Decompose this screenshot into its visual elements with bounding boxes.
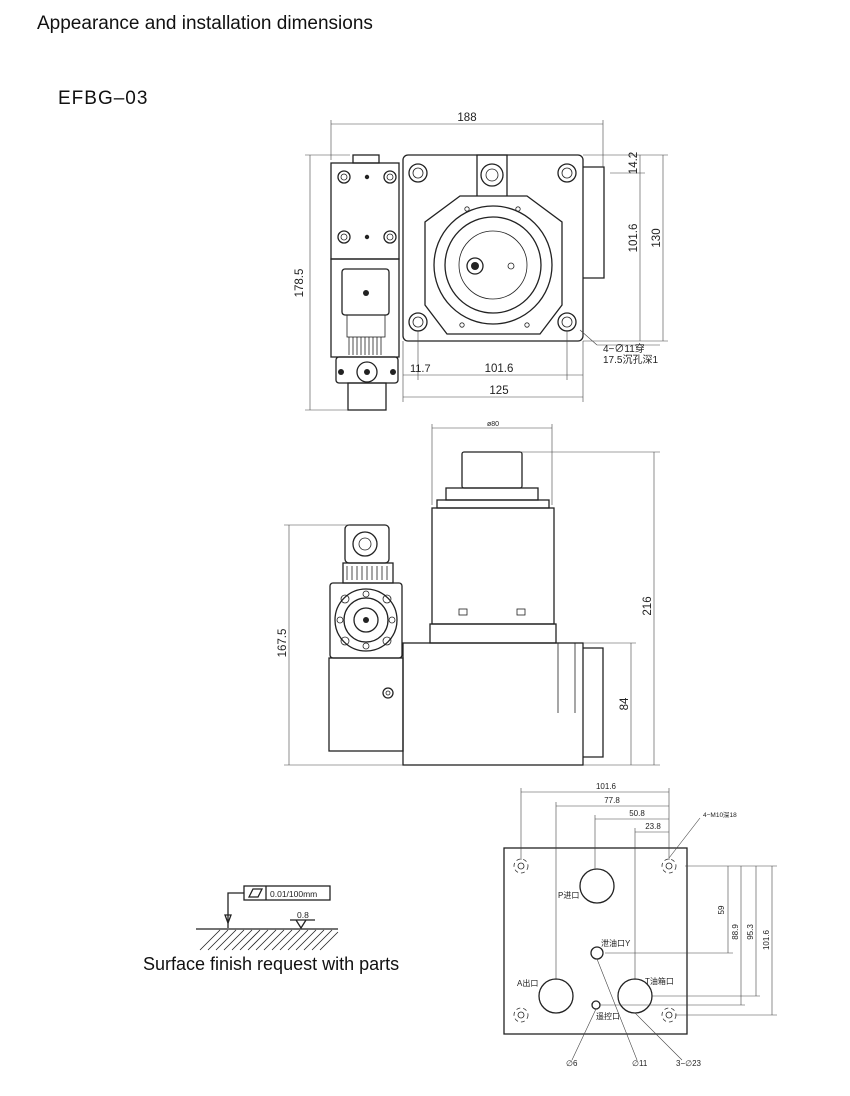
dim-p4: 23.8	[645, 822, 661, 831]
dim-top-width: 188	[457, 112, 476, 124]
dim-top-offset: 14.2	[628, 152, 640, 174]
dim-bolt-spacing-h: 101.6	[485, 363, 514, 375]
dim-v3: 95.3	[746, 924, 755, 940]
surface-caption: Surface finish request with parts	[143, 954, 400, 974]
dim-bolt-spacing-v: 101.6	[628, 224, 640, 253]
dim-p2: 77.8	[604, 796, 620, 805]
dim-v1: 59	[717, 905, 726, 914]
port-p-label: P进口	[558, 891, 579, 900]
dim-body-height: 84	[619, 697, 631, 710]
dia-x-label: ∅6	[566, 1059, 578, 1068]
dia-y-label: ∅11	[632, 1059, 648, 1068]
thread-note: 4−M10深18	[703, 810, 737, 819]
dim-left-offset: 11.7	[410, 363, 431, 375]
surface-finish-symbol: 0.01/100mm 0.8	[196, 885, 339, 951]
dim-v4: 101.6	[762, 929, 771, 950]
roughness-value: 0.8	[297, 910, 309, 920]
dia-main-label: 3−∅23	[676, 1059, 702, 1068]
hole-note-1: 4−∅11穿	[603, 342, 645, 355]
port-a-label: A出口	[517, 978, 538, 988]
page-heading: Appearance and installation dimensions	[37, 13, 373, 34]
flatness-value: 0.01/100mm	[270, 889, 317, 899]
dim-side-height: 216	[642, 596, 654, 615]
port-t-label: T油箱口	[645, 976, 674, 986]
side-view: ø80 216 84 167.5	[277, 421, 660, 766]
dim-top-dia: ø80	[487, 421, 499, 428]
dim-left-height: 167.5	[277, 629, 289, 658]
port-y-label: 泄油口Y	[601, 938, 631, 948]
dim-p1: 101.6	[596, 782, 617, 791]
model-label: EFBG–03	[58, 88, 149, 109]
top-view: 188 178.5 14.2 101.6 130 11.7 101.6 125 …	[294, 112, 668, 411]
port-view: P进口 泄油口Y A出口 T油箱口 遥控口 101.6 77.8 50.8 23…	[503, 782, 777, 1068]
hole-note-2: 17.5沉孔深1	[603, 353, 658, 366]
mounting-holes	[408, 163, 577, 332]
dim-top-height: 178.5	[294, 269, 306, 298]
port-x-label: 遥控口	[596, 1011, 620, 1021]
dim-body-width: 125	[489, 385, 508, 397]
dim-v2: 88.9	[731, 924, 740, 940]
dim-body-height: 130	[651, 228, 663, 247]
dim-p3: 50.8	[629, 809, 645, 818]
